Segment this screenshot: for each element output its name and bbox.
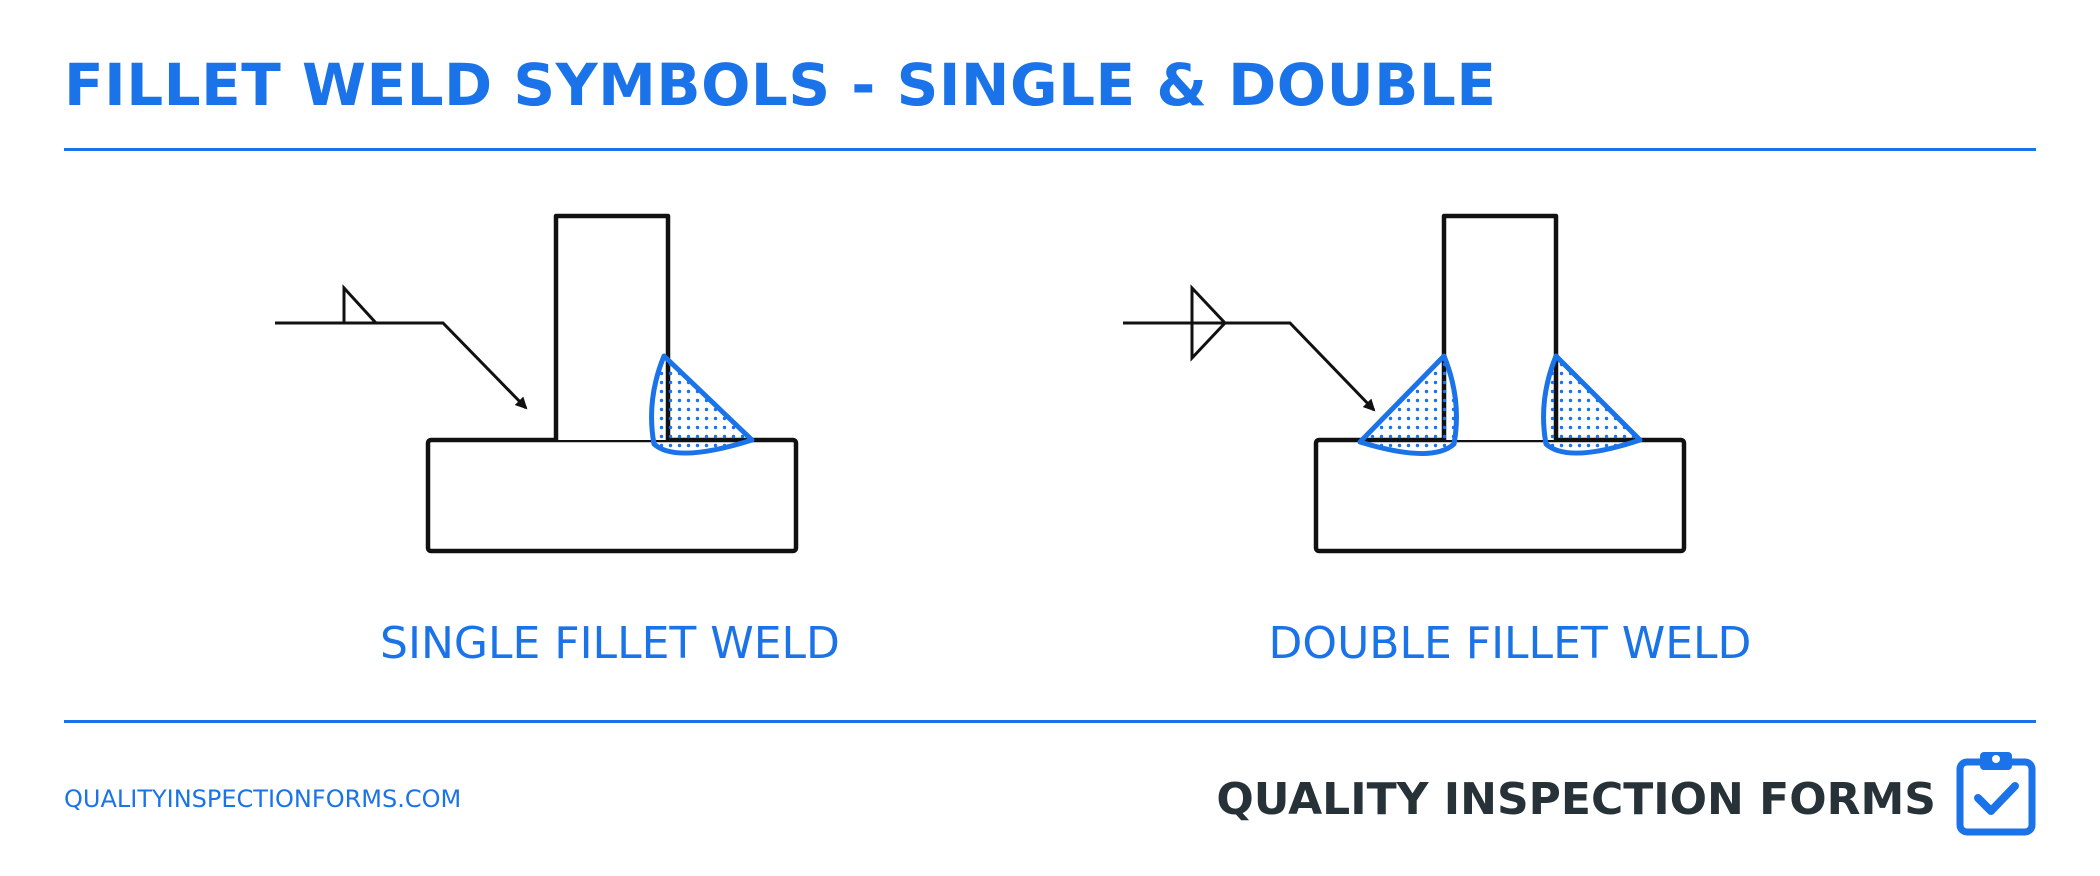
double-fillet-caption: DOUBLE FILLET WELD: [1268, 618, 1752, 669]
leader-line: [275, 321, 528, 410]
single-fillet-diagram: [275, 213, 799, 554]
page-title: FILLET WELD SYMBOLS - SINGLE & DOUBLE: [64, 51, 1497, 119]
fillet-weld-bead-left: [1357, 353, 1459, 457]
fillet-symbol-triangle-upper: [1190, 284, 1227, 325]
fillet-weld-bead-right: [1541, 353, 1643, 456]
brand-name: QUALITY INSPECTION FORMS: [1216, 774, 1936, 825]
header-divider: [64, 148, 2036, 151]
base-plate: [1313, 437, 1687, 554]
website-link[interactable]: QUALITYINSPECTIONFORMS.COM: [64, 785, 462, 813]
fillet-symbol-triangle: [342, 284, 378, 325]
footer-divider: [64, 720, 2036, 723]
single-fillet-caption: SINGLE FILLET WELD: [380, 618, 840, 669]
vertical-member: [553, 213, 671, 440]
base-plate: [425, 437, 799, 554]
clipboard-check-icon: [1956, 752, 2036, 836]
fillet-weld-bead: [649, 353, 755, 456]
leader-line: [1123, 321, 1376, 412]
double-fillet-diagram: [1123, 213, 1687, 554]
fillet-symbol-triangle-lower: [1190, 321, 1227, 362]
vertical-member: [1441, 213, 1559, 440]
